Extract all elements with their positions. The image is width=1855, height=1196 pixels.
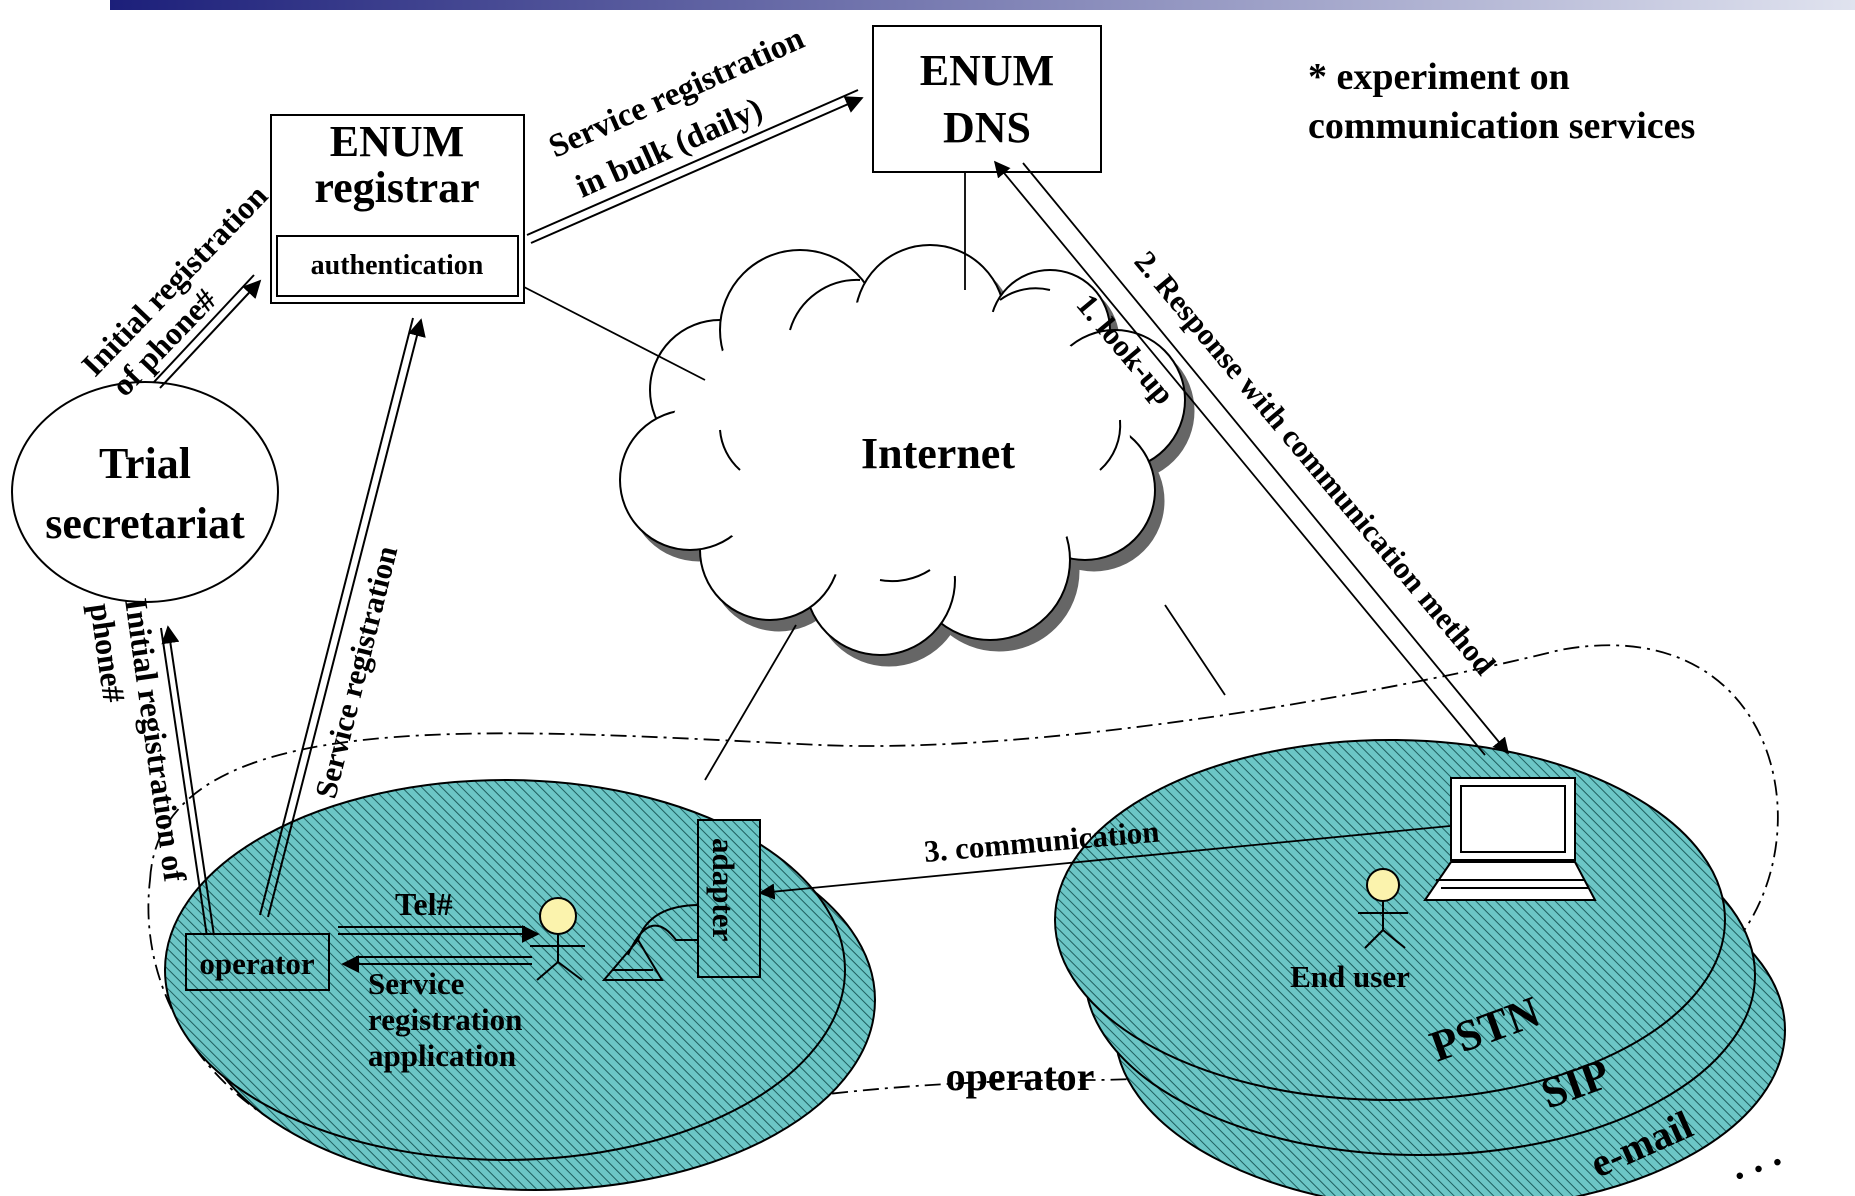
- single-arrows: [758, 160, 1510, 900]
- operator-box: operator: [185, 933, 330, 991]
- service-app-line3: application: [368, 1038, 516, 1073]
- trial-secretariat-line2: secretariat: [45, 499, 245, 548]
- operator-box-label: operator: [199, 946, 315, 981]
- internet-cloud: [619, 244, 1195, 667]
- tel-label: Tel#: [395, 886, 453, 922]
- double-arrows: [153, 89, 864, 973]
- enum-dns-line2: DNS: [943, 103, 1031, 152]
- service-app-line2: registration: [368, 1002, 522, 1037]
- enum-registrar-box: ENUM registrar authentication: [270, 114, 525, 304]
- header-bar: [110, 0, 1855, 10]
- operator-person-icon: [530, 897, 585, 981]
- laptop-icon: [1423, 777, 1597, 901]
- enum-dns-line1: ENUM: [920, 46, 1054, 95]
- telephone-icon: [601, 904, 702, 981]
- initial-reg-left-label-line1: Initial registration of: [118, 596, 193, 884]
- trial-secretariat-line1: Trial: [99, 439, 191, 488]
- authentication-box: [276, 235, 519, 297]
- response-label: 2. Response with communication method: [1128, 244, 1503, 681]
- enum-dns-box: ENUM DNS: [872, 25, 1102, 173]
- internet-label: Internet: [861, 429, 1015, 478]
- note-line2: communication services: [1308, 105, 1695, 147]
- adapter-box: adapter: [697, 819, 761, 978]
- end-user-person-icon: [1358, 868, 1408, 949]
- left-operator-label: operator: [946, 1054, 1095, 1099]
- end-user-label: End user: [1290, 959, 1410, 994]
- enum-registrar-line2: registrar: [314, 163, 479, 212]
- authentication-label: authentication: [311, 250, 484, 281]
- ellipsis-label: . . .: [1724, 1129, 1786, 1188]
- enum-registrar-line1: ENUM: [330, 117, 464, 166]
- network-links: [523, 172, 1226, 781]
- service-app-line1: Service: [368, 966, 464, 1001]
- adapter-label: adapter: [706, 838, 741, 942]
- trial-secretariat: Trial secretariat: [11, 381, 279, 603]
- note-line1: * experiment on: [1308, 56, 1570, 98]
